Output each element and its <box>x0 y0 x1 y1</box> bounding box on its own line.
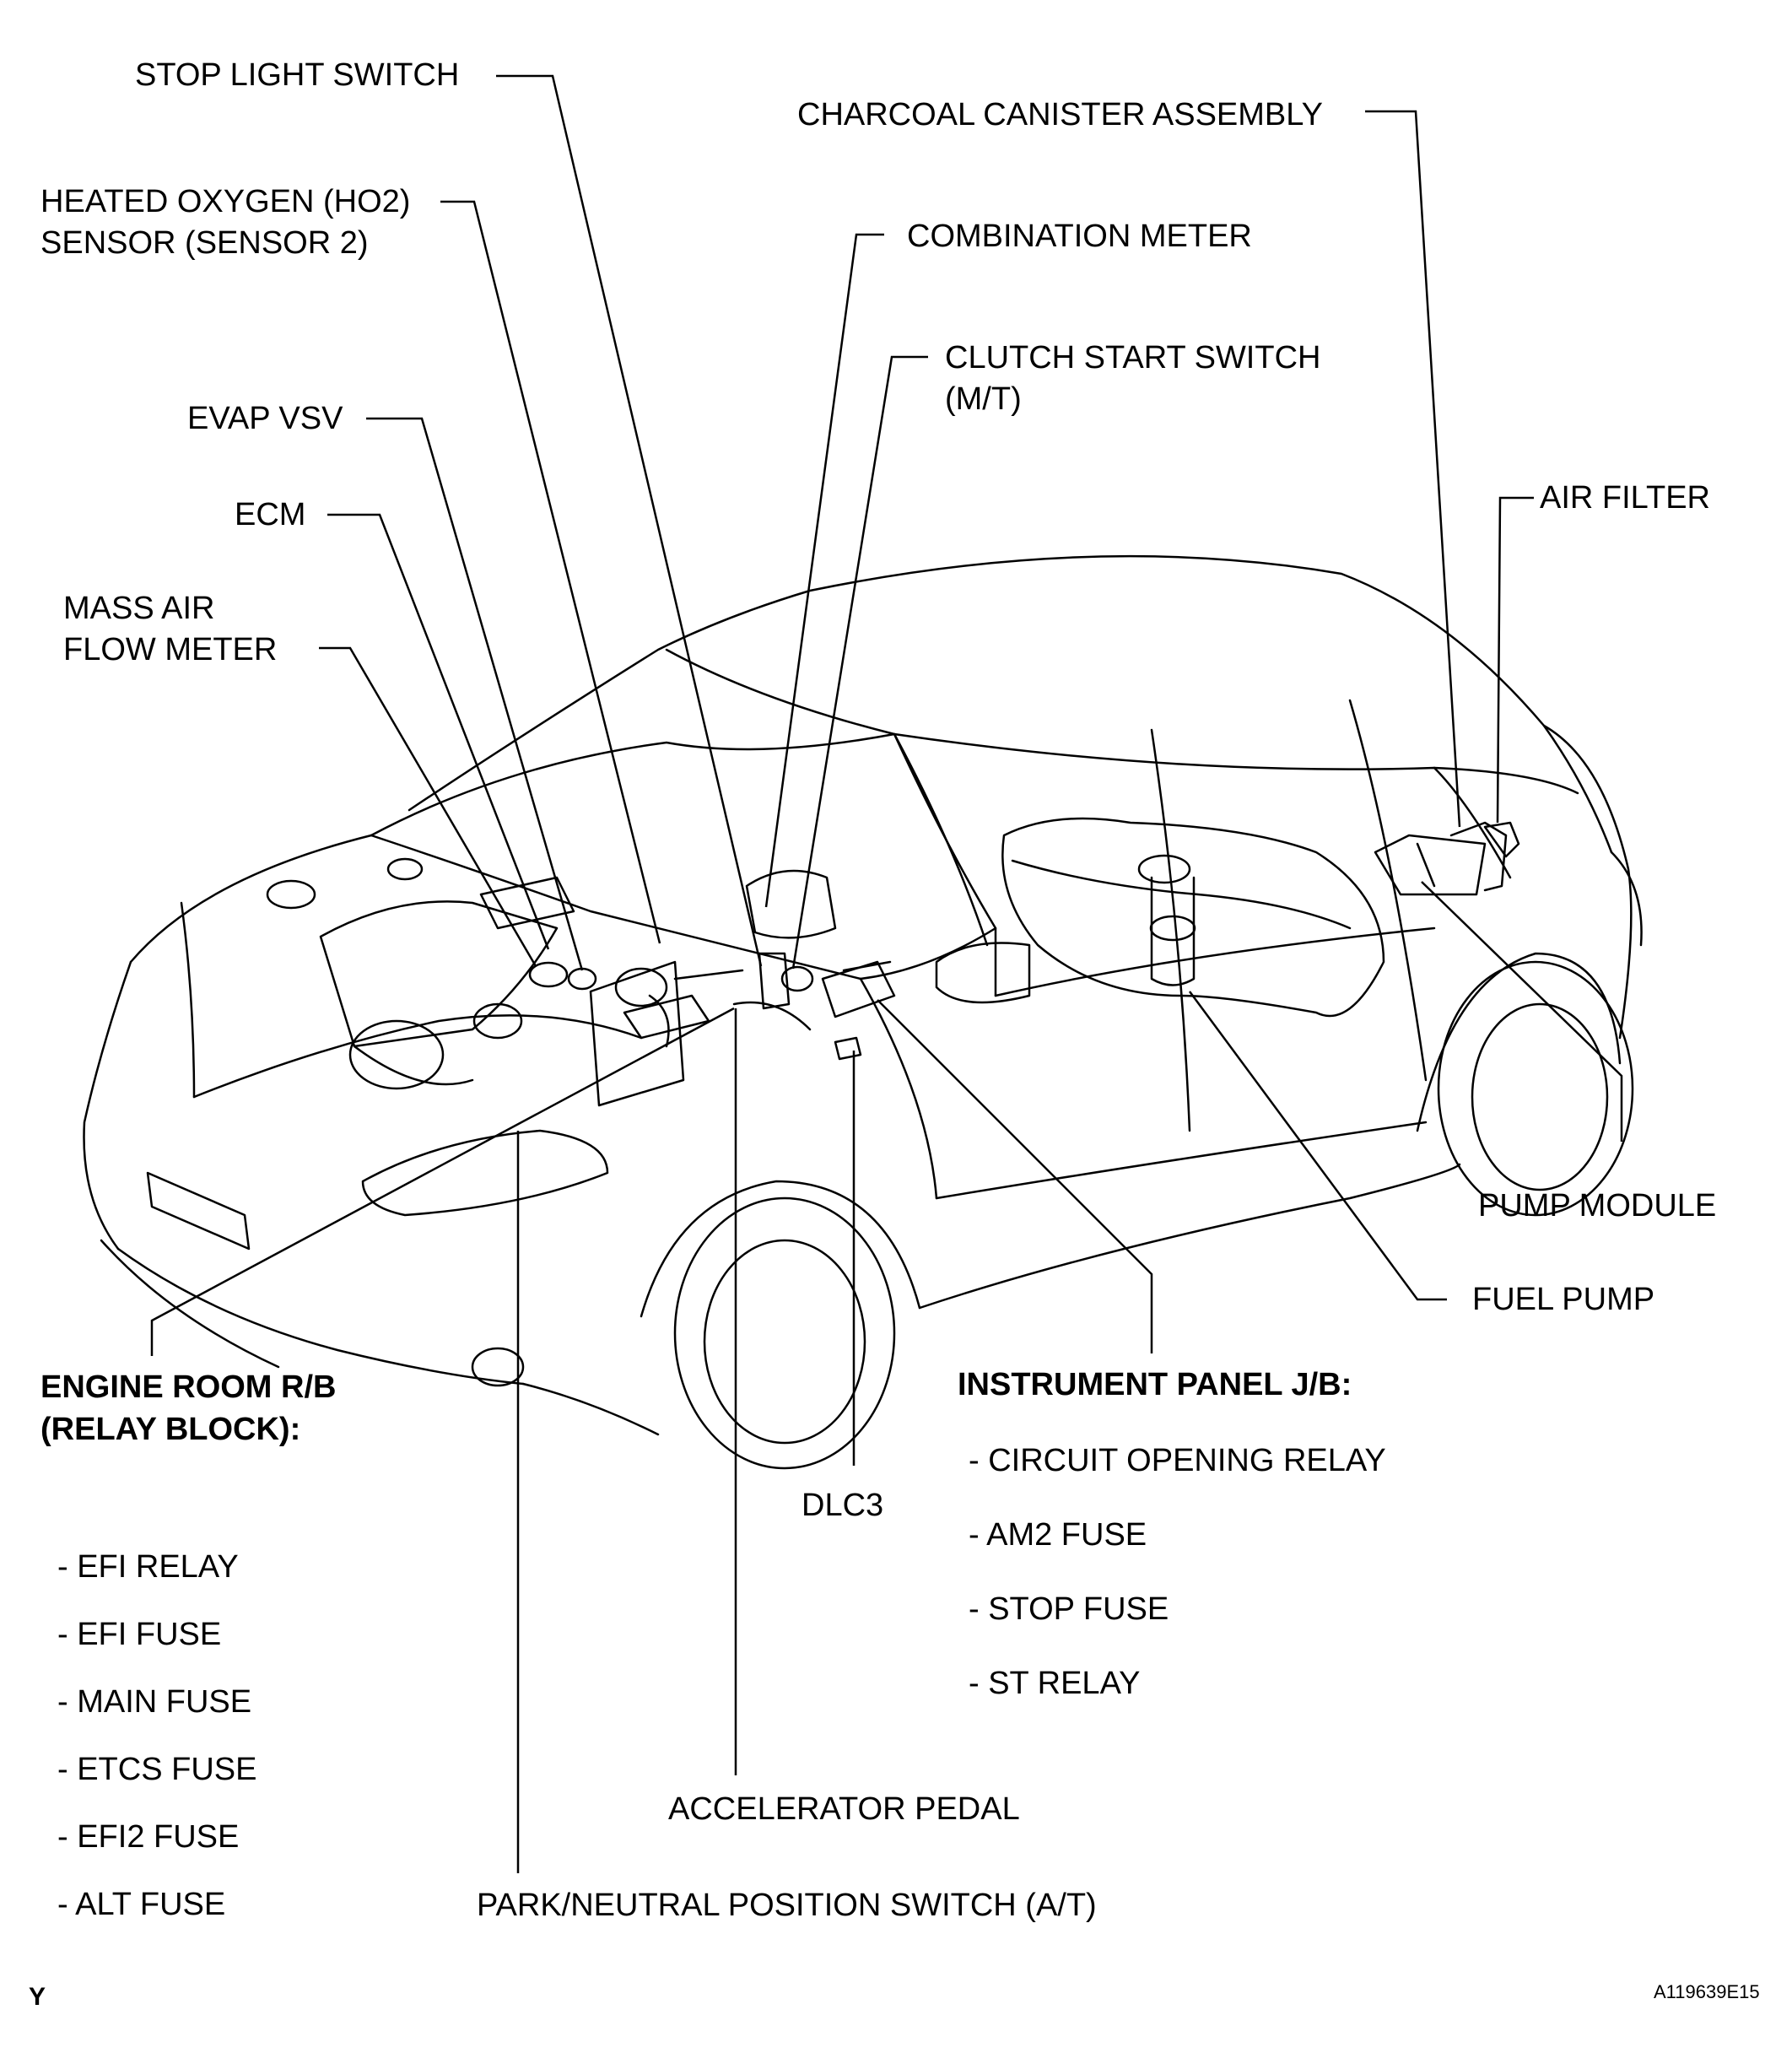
label-heated-oxygen-sensor-line2: SENSOR (SENSOR 2) <box>40 225 369 261</box>
label-combination-meter: COMBINATION METER <box>907 219 1252 254</box>
label-mass-air-flow-meter-line1: MASS AIR <box>63 591 215 626</box>
label-evap-vsv: EVAP VSV <box>187 401 343 436</box>
label-mass-air-flow-meter-line2: FLOW METER <box>63 632 278 667</box>
label-engine-room-relay-block-line1: ENGINE ROOM R/B <box>40 1369 337 1405</box>
engine-room-item: - ETCS FUSE <box>57 1752 257 1787</box>
label-pump-module: PUMP MODULE <box>1478 1188 1717 1224</box>
label-fuel-pump: FUEL PUMP <box>1472 1282 1655 1317</box>
label-clutch-start-switch-line2: (M/T) <box>945 381 1022 417</box>
instrument-panel-item: - AM2 FUSE <box>969 1517 1147 1553</box>
corner-mark: Y <box>29 1983 46 2011</box>
label-charcoal-canister-assembly: CHARCOAL CANISTER ASSEMBLY <box>797 97 1323 132</box>
label-stop-light-switch: STOP LIGHT SWITCH <box>135 57 460 93</box>
instrument-panel-item: - ST RELAY <box>969 1666 1141 1701</box>
label-engine-room-relay-block-line2: (RELAY BLOCK): <box>40 1412 301 1447</box>
engine-room-item: - EFI2 FUSE <box>57 1819 240 1855</box>
leader-lines <box>150 74 1623 1873</box>
label-instrument-panel-jb: INSTRUMENT PANEL J/B: <box>958 1367 1352 1402</box>
engine-room-item: - ALT FUSE <box>57 1887 226 1922</box>
label-air-filter: AIR FILTER <box>1540 480 1710 516</box>
engine-room-item: - EFI RELAY <box>57 1549 239 1585</box>
label-clutch-start-switch-line1: CLUTCH START SWITCH <box>945 340 1321 375</box>
label-park-neutral-position-switch: PARK/NEUTRAL POSITION SWITCH (A/T) <box>477 1888 1097 1923</box>
engine-room-item: - EFI FUSE <box>57 1617 222 1652</box>
label-dlc3: DLC3 <box>802 1488 884 1523</box>
label-heated-oxygen-sensor-line1: HEATED OXYGEN (HO2) <box>40 184 411 219</box>
label-ecm: ECM <box>235 497 306 532</box>
car-outline <box>83 554 1643 1470</box>
label-accelerator-pedal: ACCELERATOR PEDAL <box>668 1791 1020 1827</box>
engine-room-item: - MAIN FUSE <box>57 1684 252 1720</box>
instrument-panel-item: - CIRCUIT OPENING RELAY <box>969 1443 1386 1478</box>
figure-code: A119639E15 <box>1654 1981 1760 2002</box>
instrument-panel-item: - STOP FUSE <box>969 1591 1169 1627</box>
